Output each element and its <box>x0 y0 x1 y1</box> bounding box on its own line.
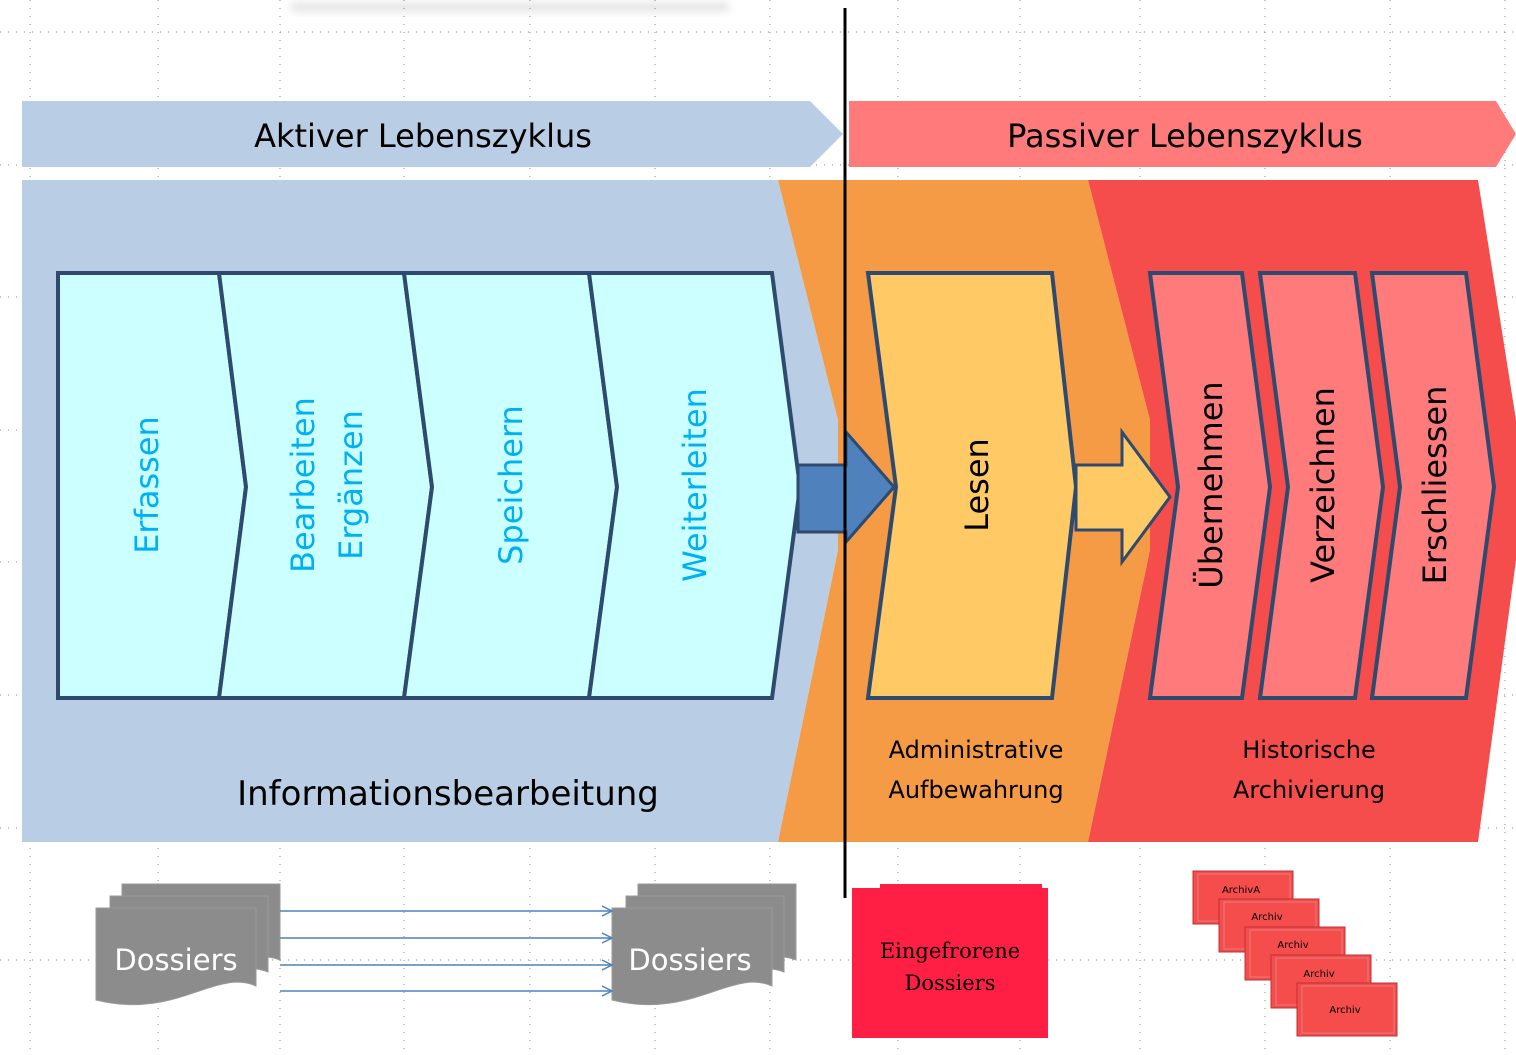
frozen-dossiers-box <box>852 888 1048 1038</box>
archive-label-5: Archiv <box>1329 1005 1360 1016</box>
top-shadow-strip <box>290 2 730 12</box>
dossier-transfer-arrows <box>280 905 614 997</box>
dossiers-right-label: Dossiers <box>628 943 751 977</box>
archive-label-3: Archiv <box>1277 940 1308 951</box>
label-ergaenzen: Ergänzen <box>332 410 370 560</box>
label-erfassen: Erfassen <box>128 416 166 554</box>
label-weiterleiten: Weiterleiten <box>676 388 714 582</box>
label-uebernehmen: Übernehmen <box>1192 381 1230 588</box>
label-historische: Historische <box>1242 736 1376 764</box>
archive-label-1: ArchivA <box>1222 885 1260 896</box>
step-lesen <box>865 271 1079 700</box>
archive-label-2: Archiv <box>1251 912 1282 923</box>
label-speichern: Speichern <box>492 405 530 565</box>
dossiers-left-label: Dossiers <box>114 943 237 977</box>
dossiers-right-stack <box>611 883 797 1006</box>
label-aufbewahrung: Aufbewahrung <box>888 776 1063 804</box>
active-header-label: Aktiver Lebenszyklus <box>254 117 592 155</box>
step-erschliessen <box>1369 271 1497 700</box>
transition-arrow-yellow <box>1074 427 1172 567</box>
frozen-dossiers-line2: Dossiers <box>905 971 996 995</box>
step-bearbeiten <box>216 271 435 700</box>
label-lesen: Lesen <box>958 438 996 532</box>
label-erschliessen: Erschliessen <box>1416 386 1454 585</box>
step-uebernehmen <box>1147 271 1273 700</box>
passive-header-band <box>849 101 1516 167</box>
historic-steps <box>1147 271 1497 700</box>
label-archivierung: Archivierung <box>1233 776 1385 804</box>
archive-stack: ArchivA Archiv Archiv Archiv Archiv <box>1192 870 1398 1037</box>
step-weiterleiten <box>586 271 803 700</box>
label-verzeichnen: Verzeichnen <box>1304 387 1342 583</box>
archive-box-5: Archiv <box>1296 982 1398 1037</box>
label-administrative: Administrative <box>889 736 1064 764</box>
active-steps <box>56 271 803 700</box>
step-verzeichnen <box>1257 271 1386 700</box>
passive-header-label: Passiver Lebenszyklus <box>1007 117 1363 155</box>
label-informationsbearbeitung: Informationsbearbeitung <box>237 774 659 814</box>
label-bearbeiten: Bearbeiten <box>284 397 322 573</box>
frozen-dossiers-line1: Eingefrorene <box>880 939 1020 963</box>
active-header-band <box>22 101 843 167</box>
archive-label-4: Archiv <box>1303 969 1334 980</box>
dossiers-left-stack <box>95 883 281 1006</box>
